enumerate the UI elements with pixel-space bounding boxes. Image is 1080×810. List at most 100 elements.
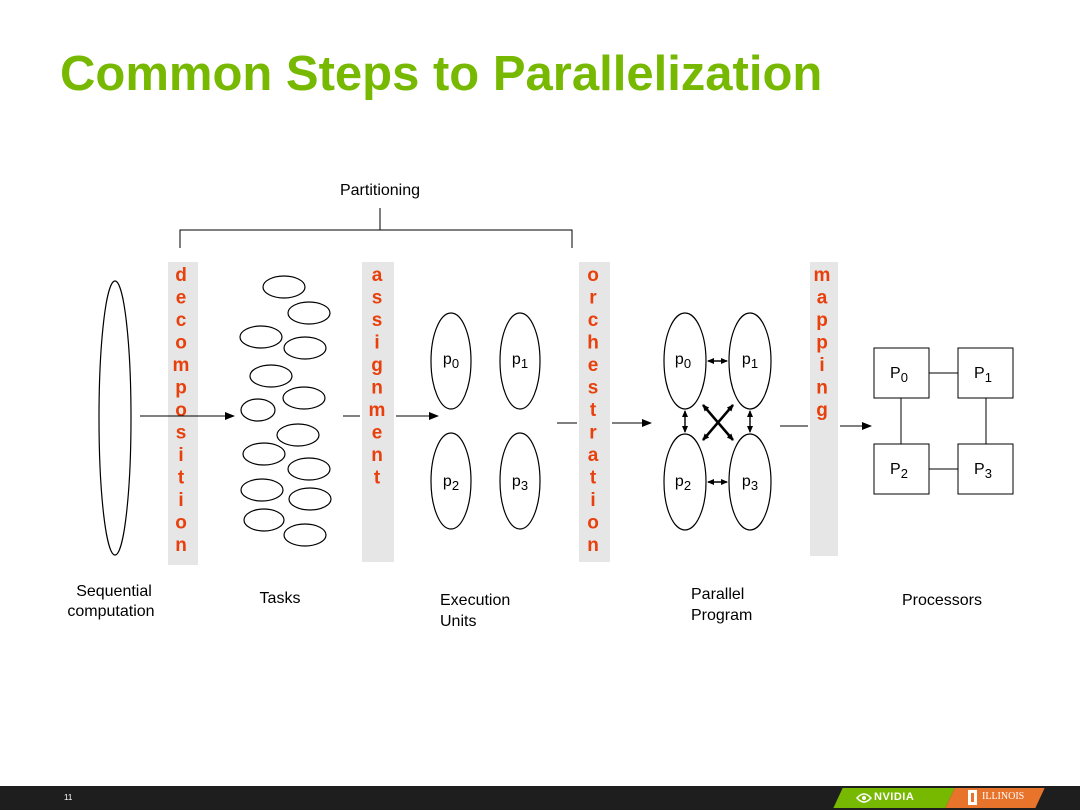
node-label-P2: P2 — [890, 461, 908, 481]
node-label-P1: P1 — [974, 365, 992, 385]
execution-unit-p3 — [499, 432, 541, 530]
task-ellipse — [288, 487, 332, 511]
node-label-p3: p3 — [512, 473, 528, 493]
illinois-logo-text: ILLINOIS — [982, 791, 1025, 802]
step-letter: m — [814, 265, 831, 286]
program-node-p2 — [663, 433, 707, 531]
execution-label-2: Units — [440, 613, 476, 630]
step-letter: t — [374, 468, 381, 489]
partitioning-bracket — [179, 208, 573, 248]
task-ellipse — [249, 364, 293, 388]
node-label-P0: P0 — [890, 365, 908, 385]
assignment-bar — [362, 262, 394, 562]
sequential-label: Sequential — [76, 583, 152, 600]
step-letter: g — [371, 355, 383, 376]
illinois-block-i-icon — [968, 790, 977, 805]
task-ellipse — [283, 336, 327, 360]
footer-bar: 11 NVIDIA ILLINOIS — [0, 786, 1080, 810]
step-letter: m — [173, 355, 190, 376]
step-letter: o — [175, 513, 187, 534]
node-label-program-p2: p2 — [675, 473, 691, 493]
step-letter: a — [817, 288, 828, 309]
task-ellipse — [262, 275, 306, 299]
node-label-program-p3: p3 — [742, 473, 758, 493]
program-node-p3 — [728, 433, 772, 531]
step-letter: s — [176, 423, 187, 444]
node-label-p0: p0 — [443, 351, 459, 371]
task-ellipse — [240, 398, 276, 422]
task-ellipse — [287, 301, 331, 325]
step-letter: p — [816, 310, 828, 331]
step-letter: o — [175, 333, 187, 354]
step-letter: h — [587, 333, 599, 354]
program-node-p0 — [663, 312, 707, 410]
step-letter: o — [587, 265, 599, 286]
step-letter: i — [374, 333, 379, 354]
parallel-label-2: Program — [691, 607, 752, 624]
node-label-program-p1: p1 — [742, 351, 758, 371]
communication-arrows — [682, 358, 753, 485]
step-letter: t — [590, 400, 597, 421]
parallel-program — [663, 312, 772, 531]
step-letter: e — [588, 355, 599, 376]
step-letter: o — [175, 400, 187, 421]
task-ellipse — [283, 523, 327, 547]
slide-title: Common Steps to Parallelization — [60, 47, 823, 101]
execution-units — [430, 312, 541, 530]
step-letter: p — [816, 333, 828, 354]
step-letter: i — [178, 445, 183, 466]
task-ellipse — [276, 423, 320, 447]
step-letter: n — [816, 378, 828, 399]
task-ellipse — [287, 457, 331, 481]
execution-unit-p0 — [430, 312, 472, 410]
step-letter: n — [371, 445, 383, 466]
step-letter: p — [175, 378, 187, 399]
task-ellipse — [243, 508, 285, 532]
sequential-ellipse — [98, 280, 132, 556]
task-ellipse — [239, 325, 283, 349]
execution-unit-p2 — [430, 432, 472, 530]
tasks-group — [239, 275, 332, 547]
step-letter: c — [588, 310, 599, 331]
page-number: 11 — [64, 793, 73, 802]
step-letter: r — [589, 423, 597, 444]
step-letter: n — [587, 535, 599, 556]
step-letter: i — [590, 490, 595, 511]
execution-unit-p1 — [499, 312, 541, 410]
task-ellipse — [240, 478, 284, 502]
step-letter: d — [175, 265, 187, 286]
processor-grid — [873, 347, 1014, 495]
step-letter: i — [819, 355, 824, 376]
step-letter: n — [371, 378, 383, 399]
node-label-p2: p2 — [443, 473, 459, 493]
step-letter: r — [589, 288, 597, 309]
step-letter: t — [178, 468, 185, 489]
step-letter: s — [588, 378, 599, 399]
step-letter: s — [372, 310, 383, 331]
step-letter: s — [372, 288, 383, 309]
step-letter: n — [175, 535, 187, 556]
program-node-p1 — [728, 312, 772, 410]
nvidia-eye-icon — [856, 793, 872, 803]
partitioning-label: Partitioning — [340, 182, 420, 199]
processors-label: Processors — [902, 592, 982, 609]
orchestration-bar — [579, 262, 610, 562]
step-letter: e — [176, 288, 187, 309]
step-letter: c — [176, 310, 187, 331]
step-letter: g — [816, 400, 828, 421]
decomposition-bar — [168, 262, 198, 565]
step-letter: i — [178, 490, 183, 511]
step-letter: t — [590, 468, 597, 489]
step-letter: o — [587, 513, 599, 534]
sequential-label-2: computation — [67, 603, 154, 620]
node-label-P3: P3 — [974, 461, 992, 481]
execution-label: Execution — [440, 592, 510, 609]
